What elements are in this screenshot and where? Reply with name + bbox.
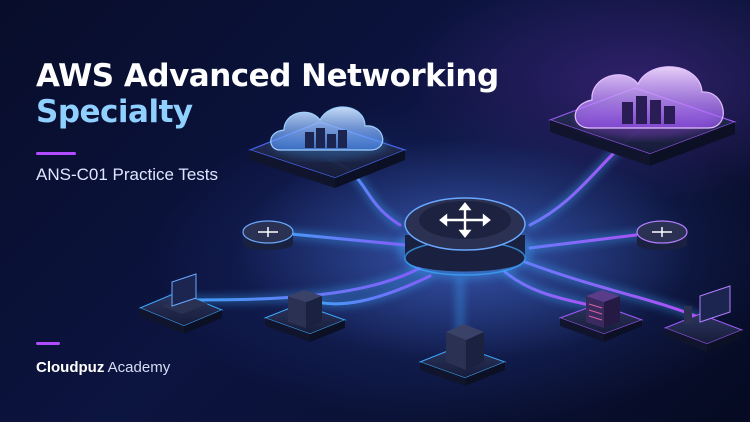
brand-name: Cloudpuz (36, 359, 105, 376)
cloud-icon (248, 106, 407, 188)
laptop-icon (138, 273, 224, 334)
cloud-icon (548, 66, 737, 166)
brand-suffix: Academy (107, 359, 171, 376)
desktop-icon (663, 285, 744, 352)
course-subtitle: ANS-C01 Practice Tests (36, 165, 219, 184)
router-icon (636, 220, 688, 250)
brand-logo-text: Cloudpuz Academy (36, 359, 170, 376)
brand-divider (36, 342, 60, 345)
accent-divider (36, 152, 76, 155)
title-line-1: AWS Advanced Networking (36, 58, 499, 94)
server-icon (263, 290, 347, 342)
course-title: AWS Advanced Networking Specialty (36, 58, 499, 130)
router-icon (397, 197, 533, 280)
title-line-2: Specialty (36, 94, 193, 130)
router-icon (242, 220, 294, 250)
server-icon (418, 324, 507, 386)
server-icon (558, 290, 644, 342)
